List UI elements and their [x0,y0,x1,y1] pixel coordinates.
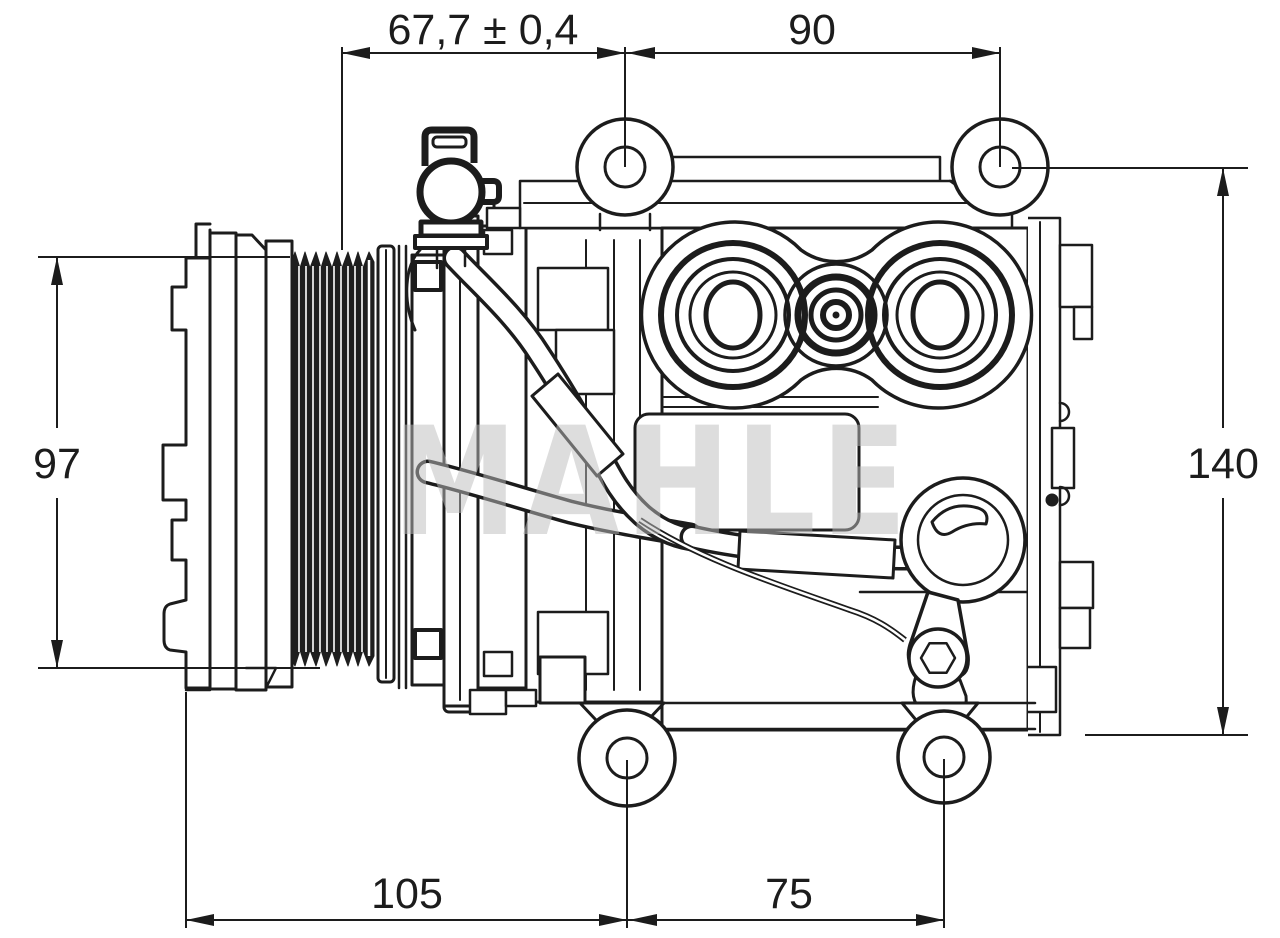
dim-left-pulley-height: 97 [33,440,81,488]
suction-port [658,240,808,390]
mahle-watermark: MAHLE [392,396,912,570]
dim-bottom-right-span: 75 [765,870,813,918]
dim-right-body-height: 140 [1187,440,1259,488]
pulley-hub-plates [208,231,294,692]
hose-sleeve-2 [736,529,897,580]
discharge-port [865,240,1015,390]
pulley-front-flange [376,244,396,684]
mounting-ear-bottom-left [577,701,677,808]
dim-top-body-width: 90 [788,6,836,54]
center-boss [783,262,889,368]
dim-top-pulley-width: 67,7 ± 0,4 [388,6,579,54]
pulley-back-bracket [161,222,212,692]
hose-assembly [415,245,927,643]
pulley-belt-grooves [291,251,375,667]
swing-bracket [899,476,1027,718]
mounting-ear-bottom-right [896,701,992,805]
body-top-rail [485,155,1014,230]
rear-flange [1028,216,1095,737]
electrical-connector [405,126,502,332]
dim-bottom-left-span: 105 [371,870,443,918]
hose-sleeve-1 [530,372,625,478]
hex-bolt [907,627,969,689]
refrigerant-ports [639,220,1034,410]
dimension-annotations: 67,7 ± 0,4 90 97 140 105 75 [33,6,1259,928]
